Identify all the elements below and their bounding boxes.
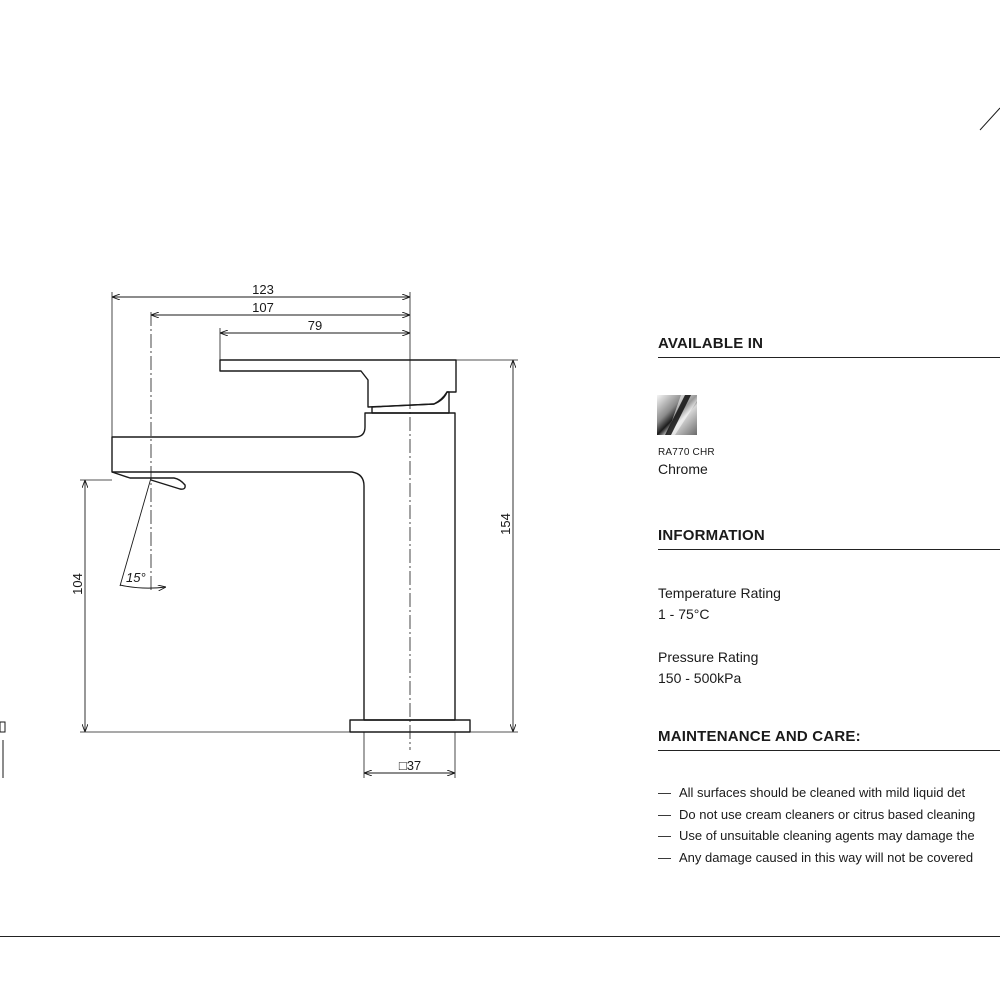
spray-angle-arc bbox=[119, 584, 166, 588]
tap-aerator bbox=[111, 471, 186, 490]
maintenance-divider bbox=[658, 750, 1000, 751]
dim-label-spray-angle: 15° bbox=[126, 570, 146, 585]
information-divider bbox=[658, 549, 1000, 550]
finish-code: RA770 CHR bbox=[658, 447, 715, 458]
available-in-heading: AVAILABLE IN bbox=[658, 335, 764, 352]
finish-name: Chrome bbox=[658, 461, 708, 477]
list-item-text: Use of unsuitable cleaning agents may da… bbox=[679, 828, 975, 843]
spray-angle-line bbox=[119, 477, 152, 587]
list-item-text: Any damage caused in this way will not b… bbox=[679, 849, 974, 865]
chrome-finish-swatch-icon bbox=[657, 395, 697, 435]
available-in-divider bbox=[658, 357, 1000, 358]
information-heading: INFORMATION bbox=[658, 527, 765, 544]
tap-outline bbox=[111, 359, 471, 733]
temperature-rating-value: 1 - 75°C bbox=[658, 606, 710, 622]
list-item-text: All surfaces should be cleaned with mild… bbox=[679, 785, 966, 800]
pressure-rating-label: Pressure Rating bbox=[658, 649, 759, 665]
partial-side-view bbox=[0, 721, 6, 778]
dim-label-123: 123 bbox=[252, 282, 274, 297]
dim-label-104: 104 bbox=[70, 573, 85, 595]
dim-label-107: 107 bbox=[252, 300, 274, 315]
maintenance-list: — All surfaces should be cleaned with mil… bbox=[658, 782, 1000, 868]
dash-bullet: — bbox=[658, 849, 671, 865]
dash-bullet: — bbox=[658, 785, 671, 800]
tap-collar bbox=[371, 391, 450, 414]
tap-body bbox=[111, 412, 456, 721]
dim-label-154: 154 bbox=[498, 513, 513, 535]
list-item-text: Do not use cream cleaners or citrus base… bbox=[679, 806, 976, 822]
dash-bullet: — bbox=[658, 806, 671, 822]
pressure-rating-value: 150 - 500kPa bbox=[658, 670, 742, 686]
dim-label-79: 79 bbox=[308, 318, 322, 333]
list-item: — All surfaces should be cleaned with mil… bbox=[658, 782, 1000, 804]
corner-mark-line bbox=[979, 107, 1000, 131]
list-item: — Use of unsuitable cleaning agents may d… bbox=[658, 825, 1000, 847]
dim-label-base: □37 bbox=[399, 758, 421, 773]
dash-bullet: — bbox=[658, 828, 671, 843]
temperature-rating-label: Temperature Rating bbox=[658, 585, 781, 601]
list-item: — Any damage caused in this way will not … bbox=[658, 847, 1000, 869]
tap-handle bbox=[219, 359, 457, 408]
maintenance-heading: MAINTENANCE AND CARE: bbox=[658, 728, 861, 745]
footer-divider bbox=[0, 936, 1000, 937]
list-item: — Do not use cream cleaners or citrus bas… bbox=[658, 804, 1000, 826]
